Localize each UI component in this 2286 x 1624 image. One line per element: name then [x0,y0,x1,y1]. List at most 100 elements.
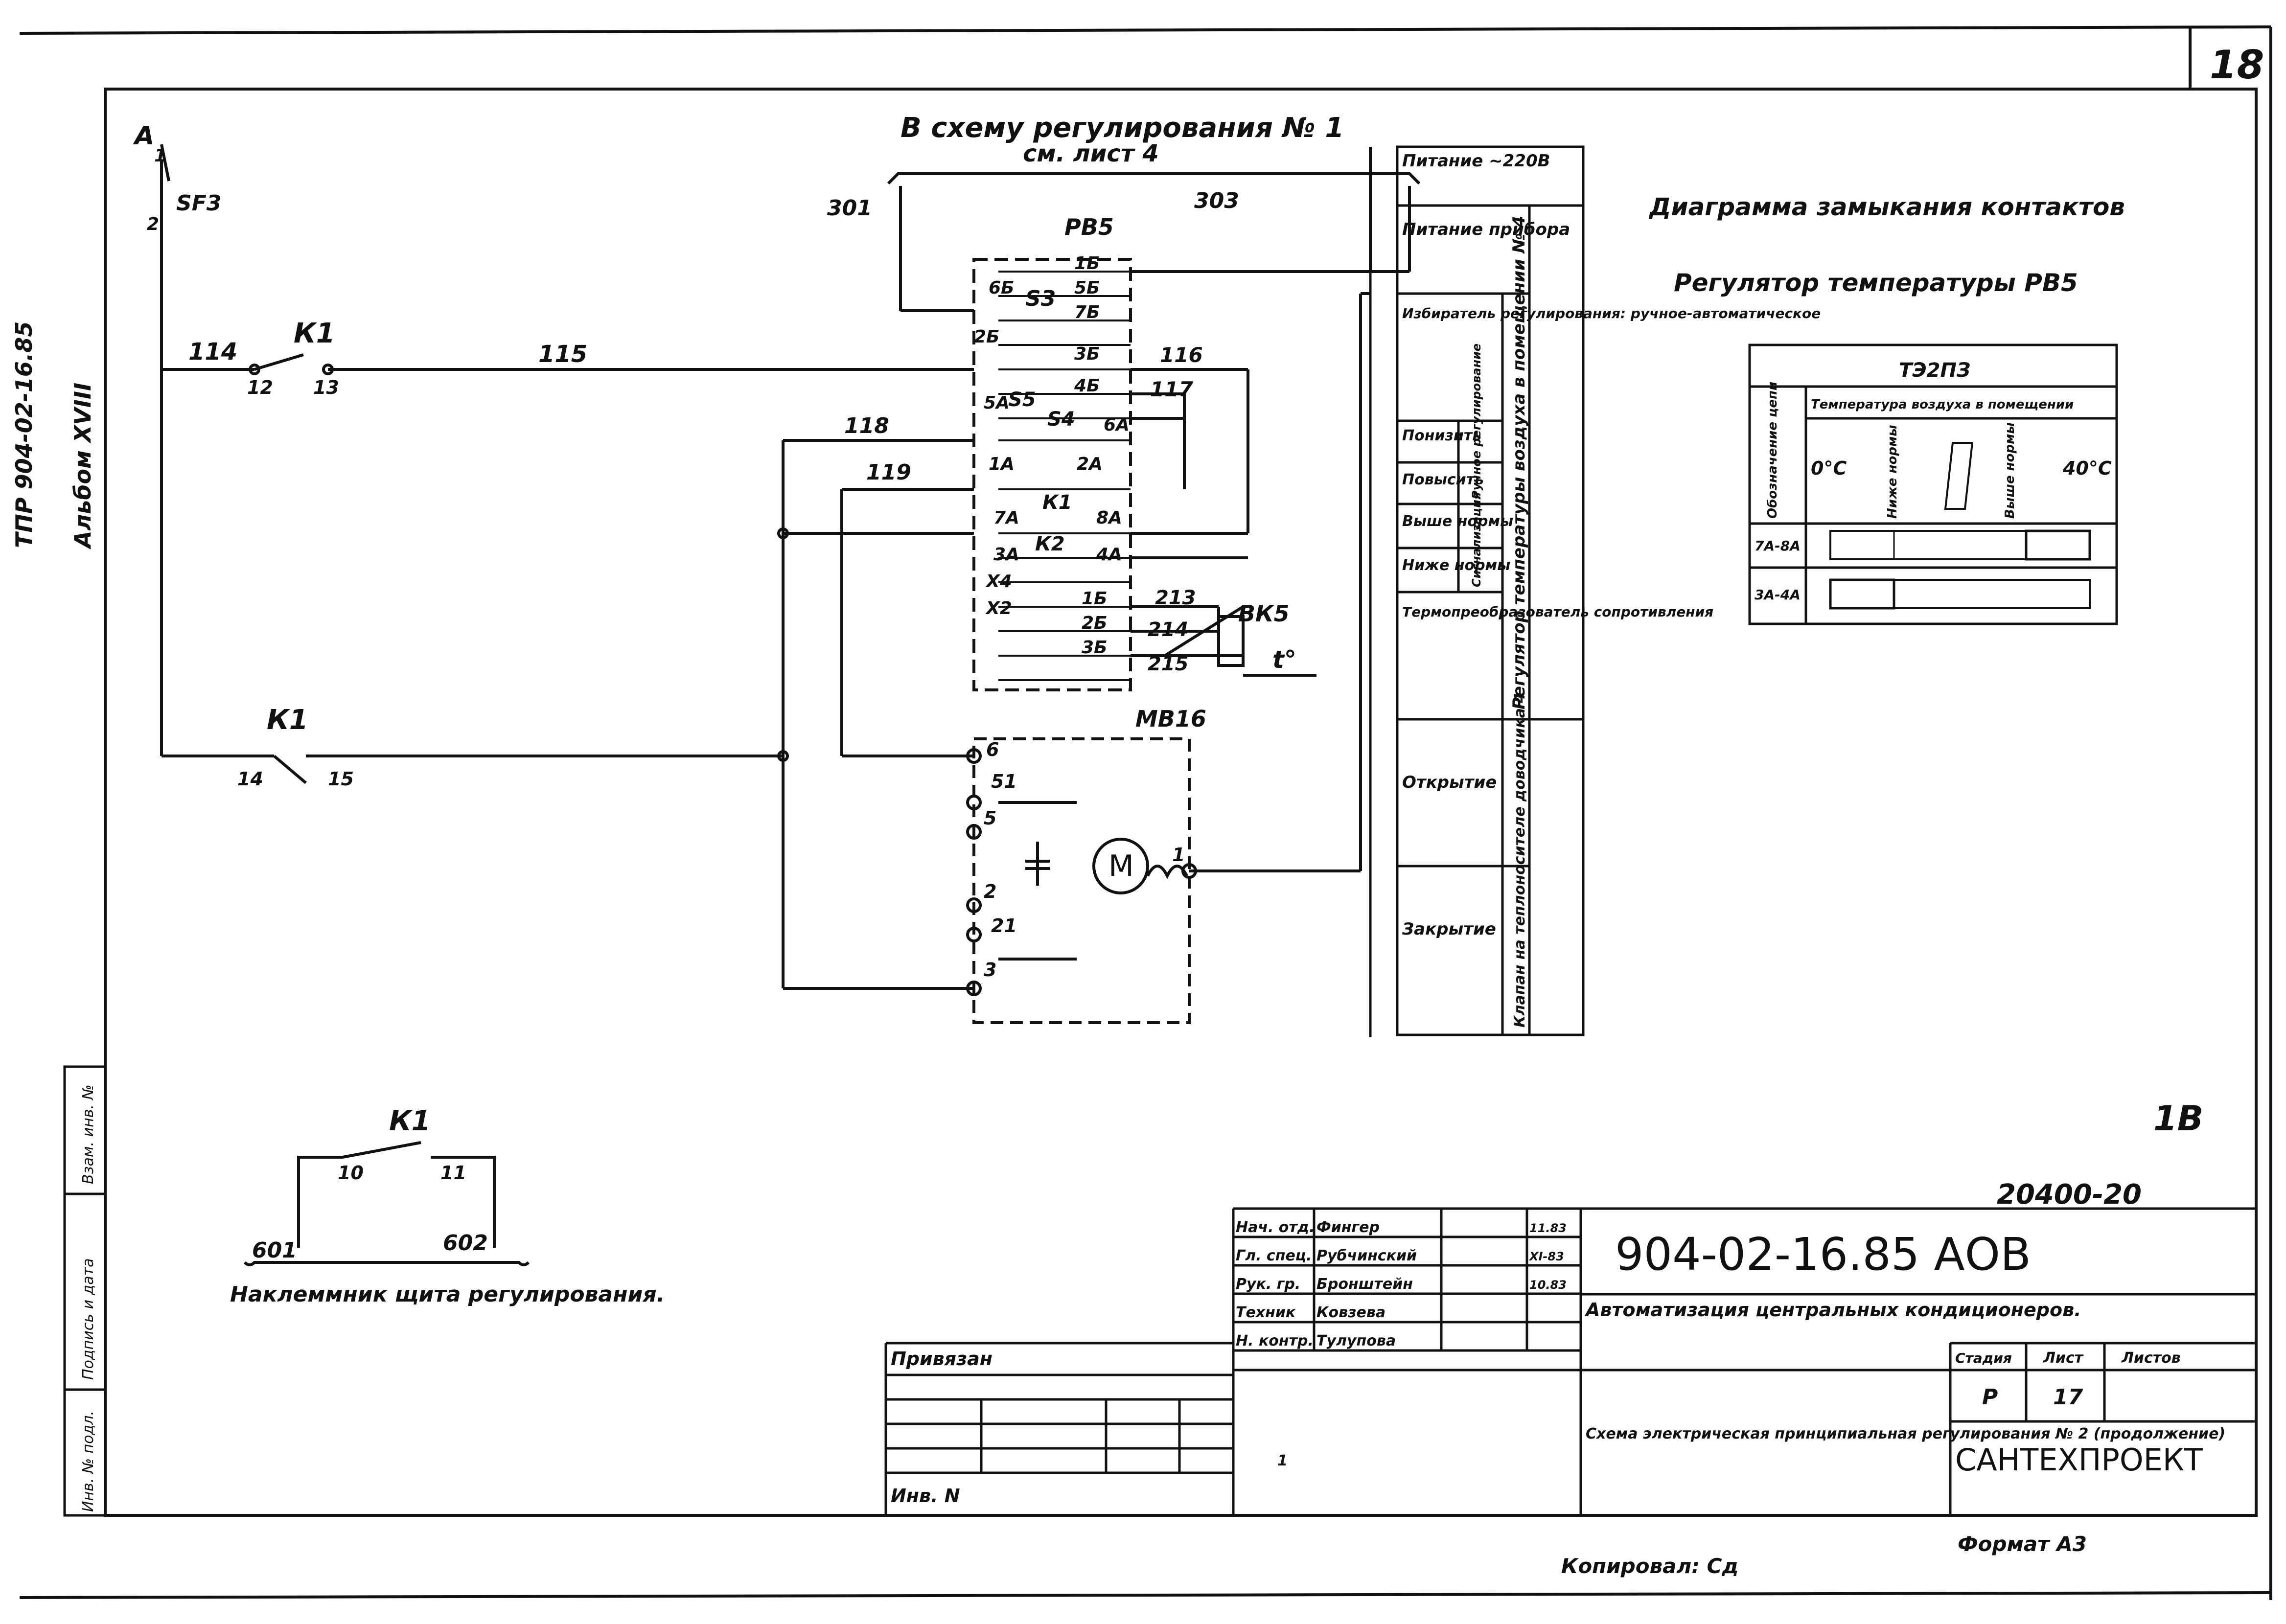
svg-text:3А: 3А [993,545,1019,565]
wire-602: 602 [443,1231,488,1256]
rb5-device [972,258,1132,691]
project-title: Автоматизация центральных кондиционеров. [1584,1299,2081,1321]
label-mb16: МВ16 [1135,706,1206,732]
mb16-device [972,737,1191,1024]
contact-diagram-col-circuit: Обозначение цепи [1765,382,1780,519]
contact-diagram-title: Диаграмма замыкания контактов [1648,193,2125,221]
page-number: 18 [2210,42,2264,88]
bar-7a-8a-closed [2025,529,2091,561]
label-k2-inner: К2 [1035,533,1065,555]
svg-text:2Б: 2Б [974,327,1000,347]
label-k1-bottom: К1 [267,704,308,736]
left-stamp [63,1065,107,1517]
node-2: 2 [147,214,159,234]
svg-text:Бронштейн: Бронштейн [1316,1276,1413,1293]
svg-text:Термопреобразователь сопротивл: Термопреобразователь сопротивления [1402,604,1713,620]
svg-text:Ниже нормы: Ниже нормы [1402,557,1510,574]
label-bk5: ВК5 [1238,600,1290,627]
bar-3a-4a-closed [1829,578,1895,610]
small-cell: 1 [1277,1452,1288,1469]
label-s5: S5 [1008,389,1036,411]
svg-text:4А: 4А [1096,545,1122,565]
format: Формат А3 [1958,1532,2087,1556]
svg-text:5Б: 5Б [1074,278,1100,298]
stamp-signature-date: Подпись и дата [80,1258,97,1380]
organization: САНТЕХПРОЕКТ [1955,1442,2203,1478]
legend-column [1369,145,1585,1037]
label-k1-inner: К1 [1042,491,1072,514]
wire-115: 115 [538,341,587,368]
node-13: 13 [313,377,339,398]
legend-signal: Сигнализация [1470,492,1483,587]
svg-text:10.83: 10.83 [1529,1278,1567,1292]
contact-diagram-col-temp: Температура воздуха в помещении [1811,397,2074,412]
contact-row-7a-8a: 7А-8А [1755,538,1801,554]
contact-diagram-header: ТЭ2ПЗ [1899,359,1970,382]
wire-301: 301 [827,196,872,221]
wire-119: 119 [866,460,911,485]
svg-text:Питание ~220В: Питание ~220В [1402,151,1550,171]
wire-118: 118 [844,413,889,438]
svg-text:3Б: 3Б [1074,344,1100,364]
node-15: 15 [328,768,354,790]
wire-601: 601 [252,1238,297,1263]
signature-rows: Нач. отд. Фингер 11.83 Гл. спец. Рубчинс… [1236,1219,1567,1350]
svg-text:Рук. гр.: Рук. гр. [1236,1276,1300,1293]
node-10: 10 [338,1162,364,1184]
svg-text:4Б: 4Б [1074,376,1100,396]
svg-text:3: 3 [984,959,996,981]
mb16-terminal-labels: 6 5 51 2 21 3 1 [984,739,1185,981]
svg-text:11.83: 11.83 [1529,1221,1567,1235]
label-k1-block: К1 [389,1105,431,1137]
svg-text:6Б: 6Б [989,278,1015,298]
svg-text:3Б: 3Б [1082,638,1108,658]
svg-text:Фингер: Фингер [1316,1219,1380,1236]
svg-text:1: 1 [1172,844,1185,866]
svg-text:Избиратель регулирования: ручн: Избиратель регулирования: ручное-автомат… [1402,305,1821,321]
svg-text:Выше нормы: Выше нормы [1402,513,1513,530]
label-temp: t° [1272,645,1296,674]
label-rb5: РВ5 [1064,214,1114,240]
svg-text:21: 21 [991,915,1017,937]
svg-text:2Б: 2Б [1082,613,1108,633]
wire-116: 116 [1160,343,1203,367]
svg-text:7А: 7А [993,508,1019,528]
node-12: 12 [247,377,273,398]
note-see-sheet-4: см. лист 4 [1023,140,1159,167]
wire-213: 213 [1155,587,1196,609]
stage-label: Стадия [1955,1350,2012,1366]
sheets-label: Листов [2121,1350,2181,1367]
rb5-terminal-labels: 1Б 5Б 7Б 3Б 4Б 6Б 2Б 1А 2А 5А 6А 7А 8А 3… [974,253,1130,658]
svg-text:XI-83: XI-83 [1528,1250,1564,1263]
svg-text:Техник: Техник [1236,1304,1296,1321]
contact-diagram-subtitle: Регулятор температуры РВ5 [1674,269,2078,297]
legend-manual-reg: Ручное регулирование [1470,343,1483,499]
sheet-mark: 1B [2153,1098,2203,1139]
svg-text:1Б: 1Б [1082,589,1108,609]
svg-text:Нач. отд.: Нач. отд. [1236,1219,1315,1236]
node-14: 14 [237,768,263,790]
label-k1-top: К1 [294,318,335,349]
svg-text:6А: 6А [1104,415,1130,435]
contact-diagram-below: Ниже нормы [1885,425,1900,519]
schematic [160,144,2256,1515]
node-1: 1 [154,146,166,166]
stage-value: Р [1982,1385,1998,1410]
attached-label: Привязан [891,1348,993,1370]
inv-label: Инв. N [891,1485,960,1507]
top-brace [887,172,1421,185]
svg-text:Питание прибора: Питание прибора [1402,220,1570,239]
label-motor: М [1108,849,1134,883]
copied-by: Копировал: Сд [1561,1554,1738,1578]
svg-text:Гл. спец.: Гл. спец. [1236,1247,1312,1264]
svg-text:Ковзева: Ковзева [1316,1304,1385,1321]
svg-text:1А: 1А [989,454,1015,474]
contact-row-3a-4a: 3А-4А [1755,587,1801,603]
album-code: ТПР 904-02-16.85 [11,321,37,548]
svg-text:5: 5 [984,807,996,829]
svg-text:Рубчинский: Рубчинский [1316,1247,1417,1264]
contact-diagram-tmax: 40°С [2062,457,2112,479]
contact-diagram-above: Выше нормы [2003,422,2017,519]
label-s4: S4 [1047,408,1075,431]
